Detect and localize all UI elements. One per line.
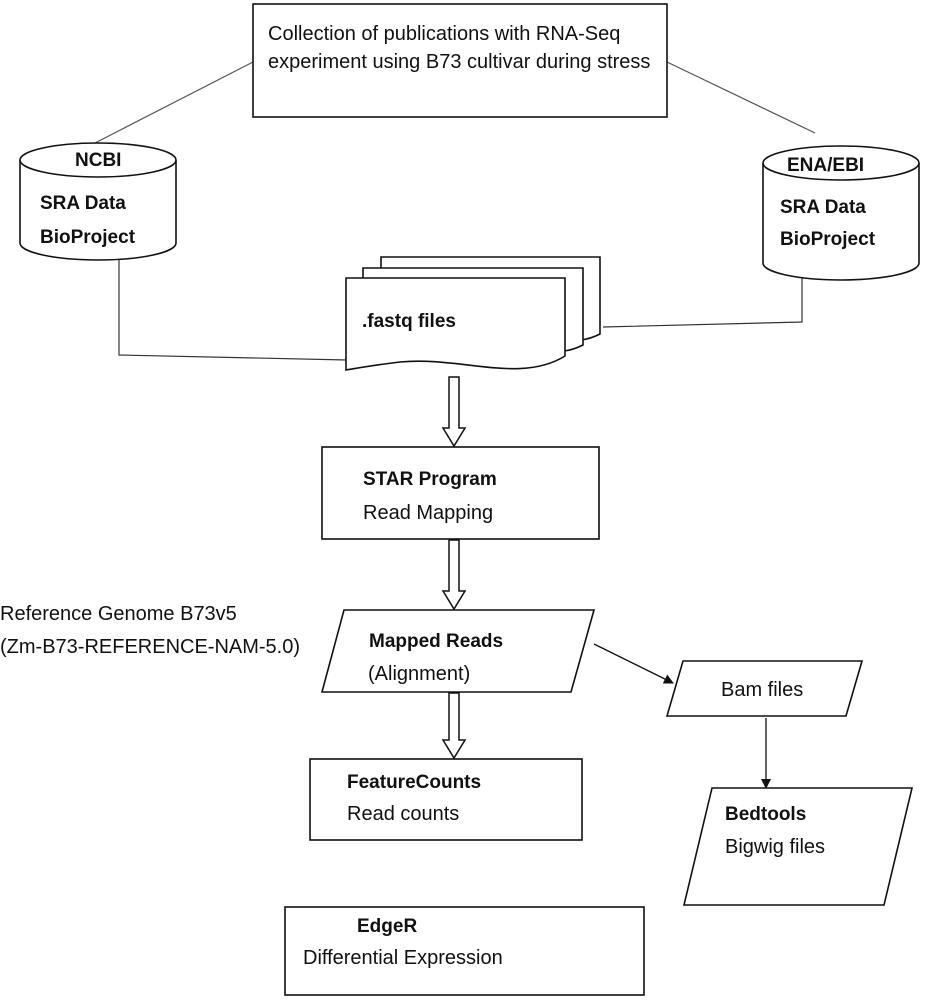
block-arrow-fastq-star bbox=[441, 376, 467, 448]
node-collection-box bbox=[252, 3, 668, 118]
featurecounts-subtitle: Read counts bbox=[347, 803, 460, 825]
star-title: STAR Program bbox=[363, 469, 497, 490]
bedtools-subtitle: Bigwig files bbox=[725, 836, 826, 858]
reference-genome-line2: (Zm-B73-REFERENCE-NAM-5.0) bbox=[0, 636, 301, 658]
node-star-box bbox=[321, 446, 600, 540]
node-ncbi-cylinder bbox=[19, 142, 177, 261]
node-bedtools-shape bbox=[682, 787, 914, 906]
ncbi-bioproject-label: BioProject bbox=[40, 227, 136, 248]
node-ena-cylinder bbox=[762, 145, 920, 281]
ena-sra-label: SRA Data bbox=[780, 197, 866, 218]
collection-text: Collection of publications with RNA-Seq … bbox=[268, 23, 651, 73]
mapped-title: Mapped Reads bbox=[369, 631, 504, 652]
edge-ena-fastq bbox=[602, 275, 803, 328]
node-featurecounts-box bbox=[309, 758, 583, 841]
edge-collection-ena bbox=[666, 61, 816, 134]
star-subtitle: Read Mapping bbox=[363, 502, 494, 524]
ncbi-sra-label: SRA Data bbox=[40, 193, 126, 214]
ncbi-title: NCBI bbox=[75, 150, 122, 171]
edger-title: EdgeR bbox=[357, 916, 418, 937]
reference-genome-line1: Reference Genome B73v5 bbox=[0, 603, 237, 625]
node-edger-box bbox=[284, 906, 645, 996]
ena-title: ENA/EBI bbox=[787, 155, 865, 176]
block-arrow-mapped-featurecounts bbox=[441, 692, 467, 760]
node-fastq-documents bbox=[345, 256, 601, 371]
mapped-subtitle: (Alignment) bbox=[368, 663, 471, 685]
featurecounts-title: FeatureCounts bbox=[347, 772, 482, 793]
bam-label: Bam files bbox=[721, 679, 804, 701]
ena-bioproject-label: BioProject bbox=[780, 229, 876, 250]
block-arrow-star-mapped bbox=[441, 539, 467, 611]
edge-collection-ncbi bbox=[94, 61, 254, 144]
fastq-label: .fastq files bbox=[362, 311, 456, 332]
edge-ncbi-fastq bbox=[118, 260, 348, 361]
node-bam-shape bbox=[665, 660, 864, 717]
arrow-mapped-bam bbox=[593, 643, 674, 684]
edger-subtitle: Differential Expression bbox=[303, 947, 503, 969]
node-mapped-shape bbox=[320, 609, 596, 693]
bedtools-title: Bedtools bbox=[725, 804, 807, 825]
